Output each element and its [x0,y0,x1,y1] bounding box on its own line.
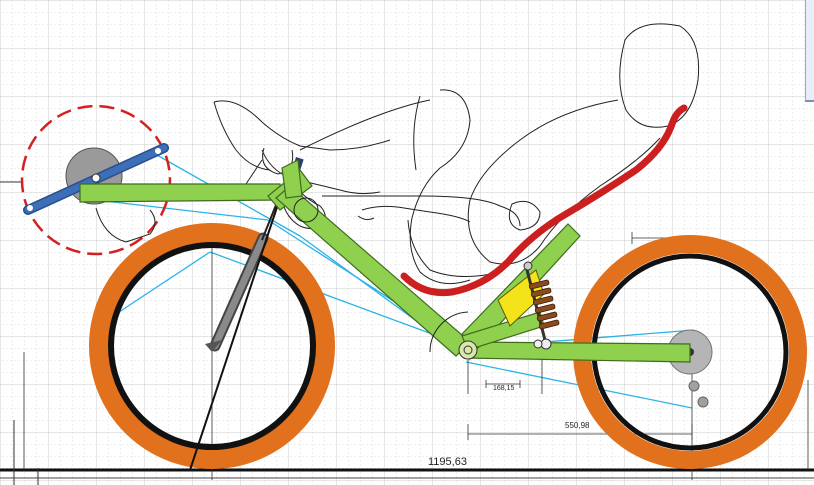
rear-derailleur-pulley-1 [688,380,700,392]
frame-boss-1 [293,197,319,223]
rear-shock[interactable] [497,261,560,350]
dimension-pivot-offset: 168,15 [493,385,515,392]
rider-outline [213,23,700,285]
dimension-rear-offset: 550,98 [565,421,590,430]
scrollbar-thumb[interactable] [805,0,814,102]
dimension-wheelbase: 1195,63 [428,456,467,468]
crank-assembly[interactable] [20,104,172,256]
swingarm-pivot[interactable] [429,311,478,360]
front-derailleur [95,207,156,243]
front-wheel[interactable] [89,223,335,469]
rear-derailleur-pulley-2 [697,396,709,408]
seat-red[interactable] [400,104,688,297]
